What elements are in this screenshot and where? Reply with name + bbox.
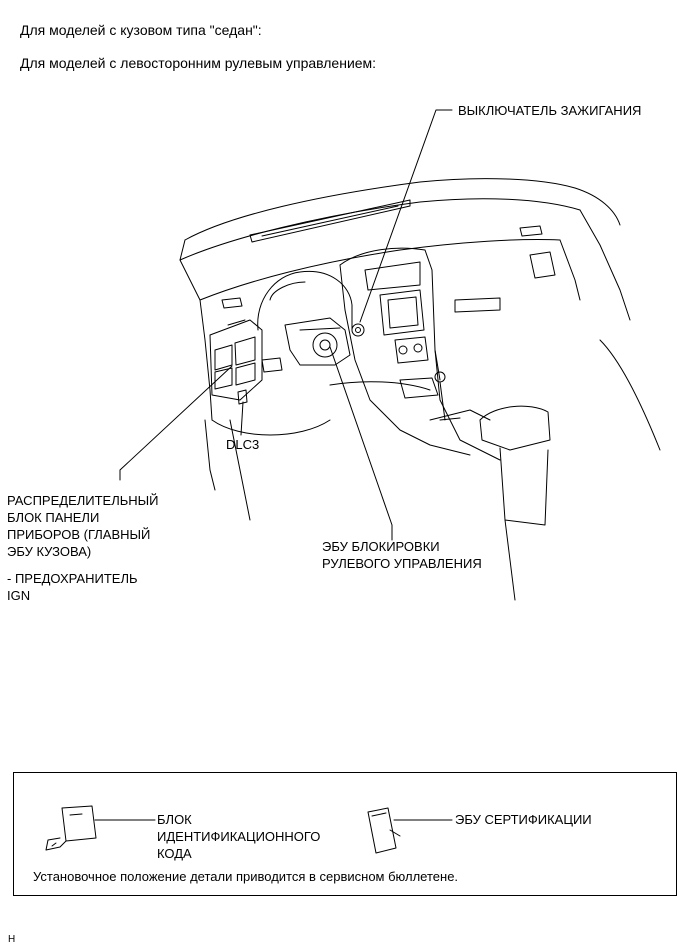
footer-code: H: [8, 934, 16, 945]
junction-block-label: РАСПРЕДЕЛИТЕЛЬНЫЙ БЛОК ПАНЕЛИ ПРИБОРОВ (…: [7, 493, 159, 559]
instrument-cluster: [257, 270, 353, 366]
header-line-2: Для моделей с левосторонним рулевым упра…: [20, 55, 377, 71]
legend-box: [13, 772, 677, 896]
id-code-box-part: [45, 805, 97, 851]
steering-lock-leader: [329, 346, 393, 541]
junction-block-leader: [119, 365, 233, 481]
center-console: [339, 247, 501, 461]
dlc3-label: DLC3: [226, 437, 260, 452]
steering-lock-ecu-label: ЭБУ БЛОКИРОВКИ РУЛЕВОГО УПРАВЛЕНИЯ: [322, 539, 482, 571]
dlc3-leader: [240, 401, 244, 436]
header-line-1: Для моделей с кузовом типа "седан":: [20, 22, 262, 38]
id-code-box-label: БЛОК ИДЕНТИФИКАЦИОННОГО КОДА: [157, 812, 321, 861]
dashboard-outline: [179, 178, 661, 521]
seat: [479, 405, 551, 601]
certification-ecu-part: [367, 807, 401, 854]
certification-ecu-label: ЭБУ СЕРТИФИКАЦИИ: [455, 812, 592, 827]
ignition-switch-label: ВЫКЛЮЧАТЕЛЬ ЗАЖИГАНИЯ: [458, 103, 642, 118]
fuse-label: - ПРЕДОХРАНИТЕЛЬ IGN: [7, 571, 138, 603]
ignition-switch-leader: [359, 109, 453, 323]
legend-note: Установочное положение детали приводится…: [33, 869, 459, 884]
junction-block: [209, 319, 283, 405]
